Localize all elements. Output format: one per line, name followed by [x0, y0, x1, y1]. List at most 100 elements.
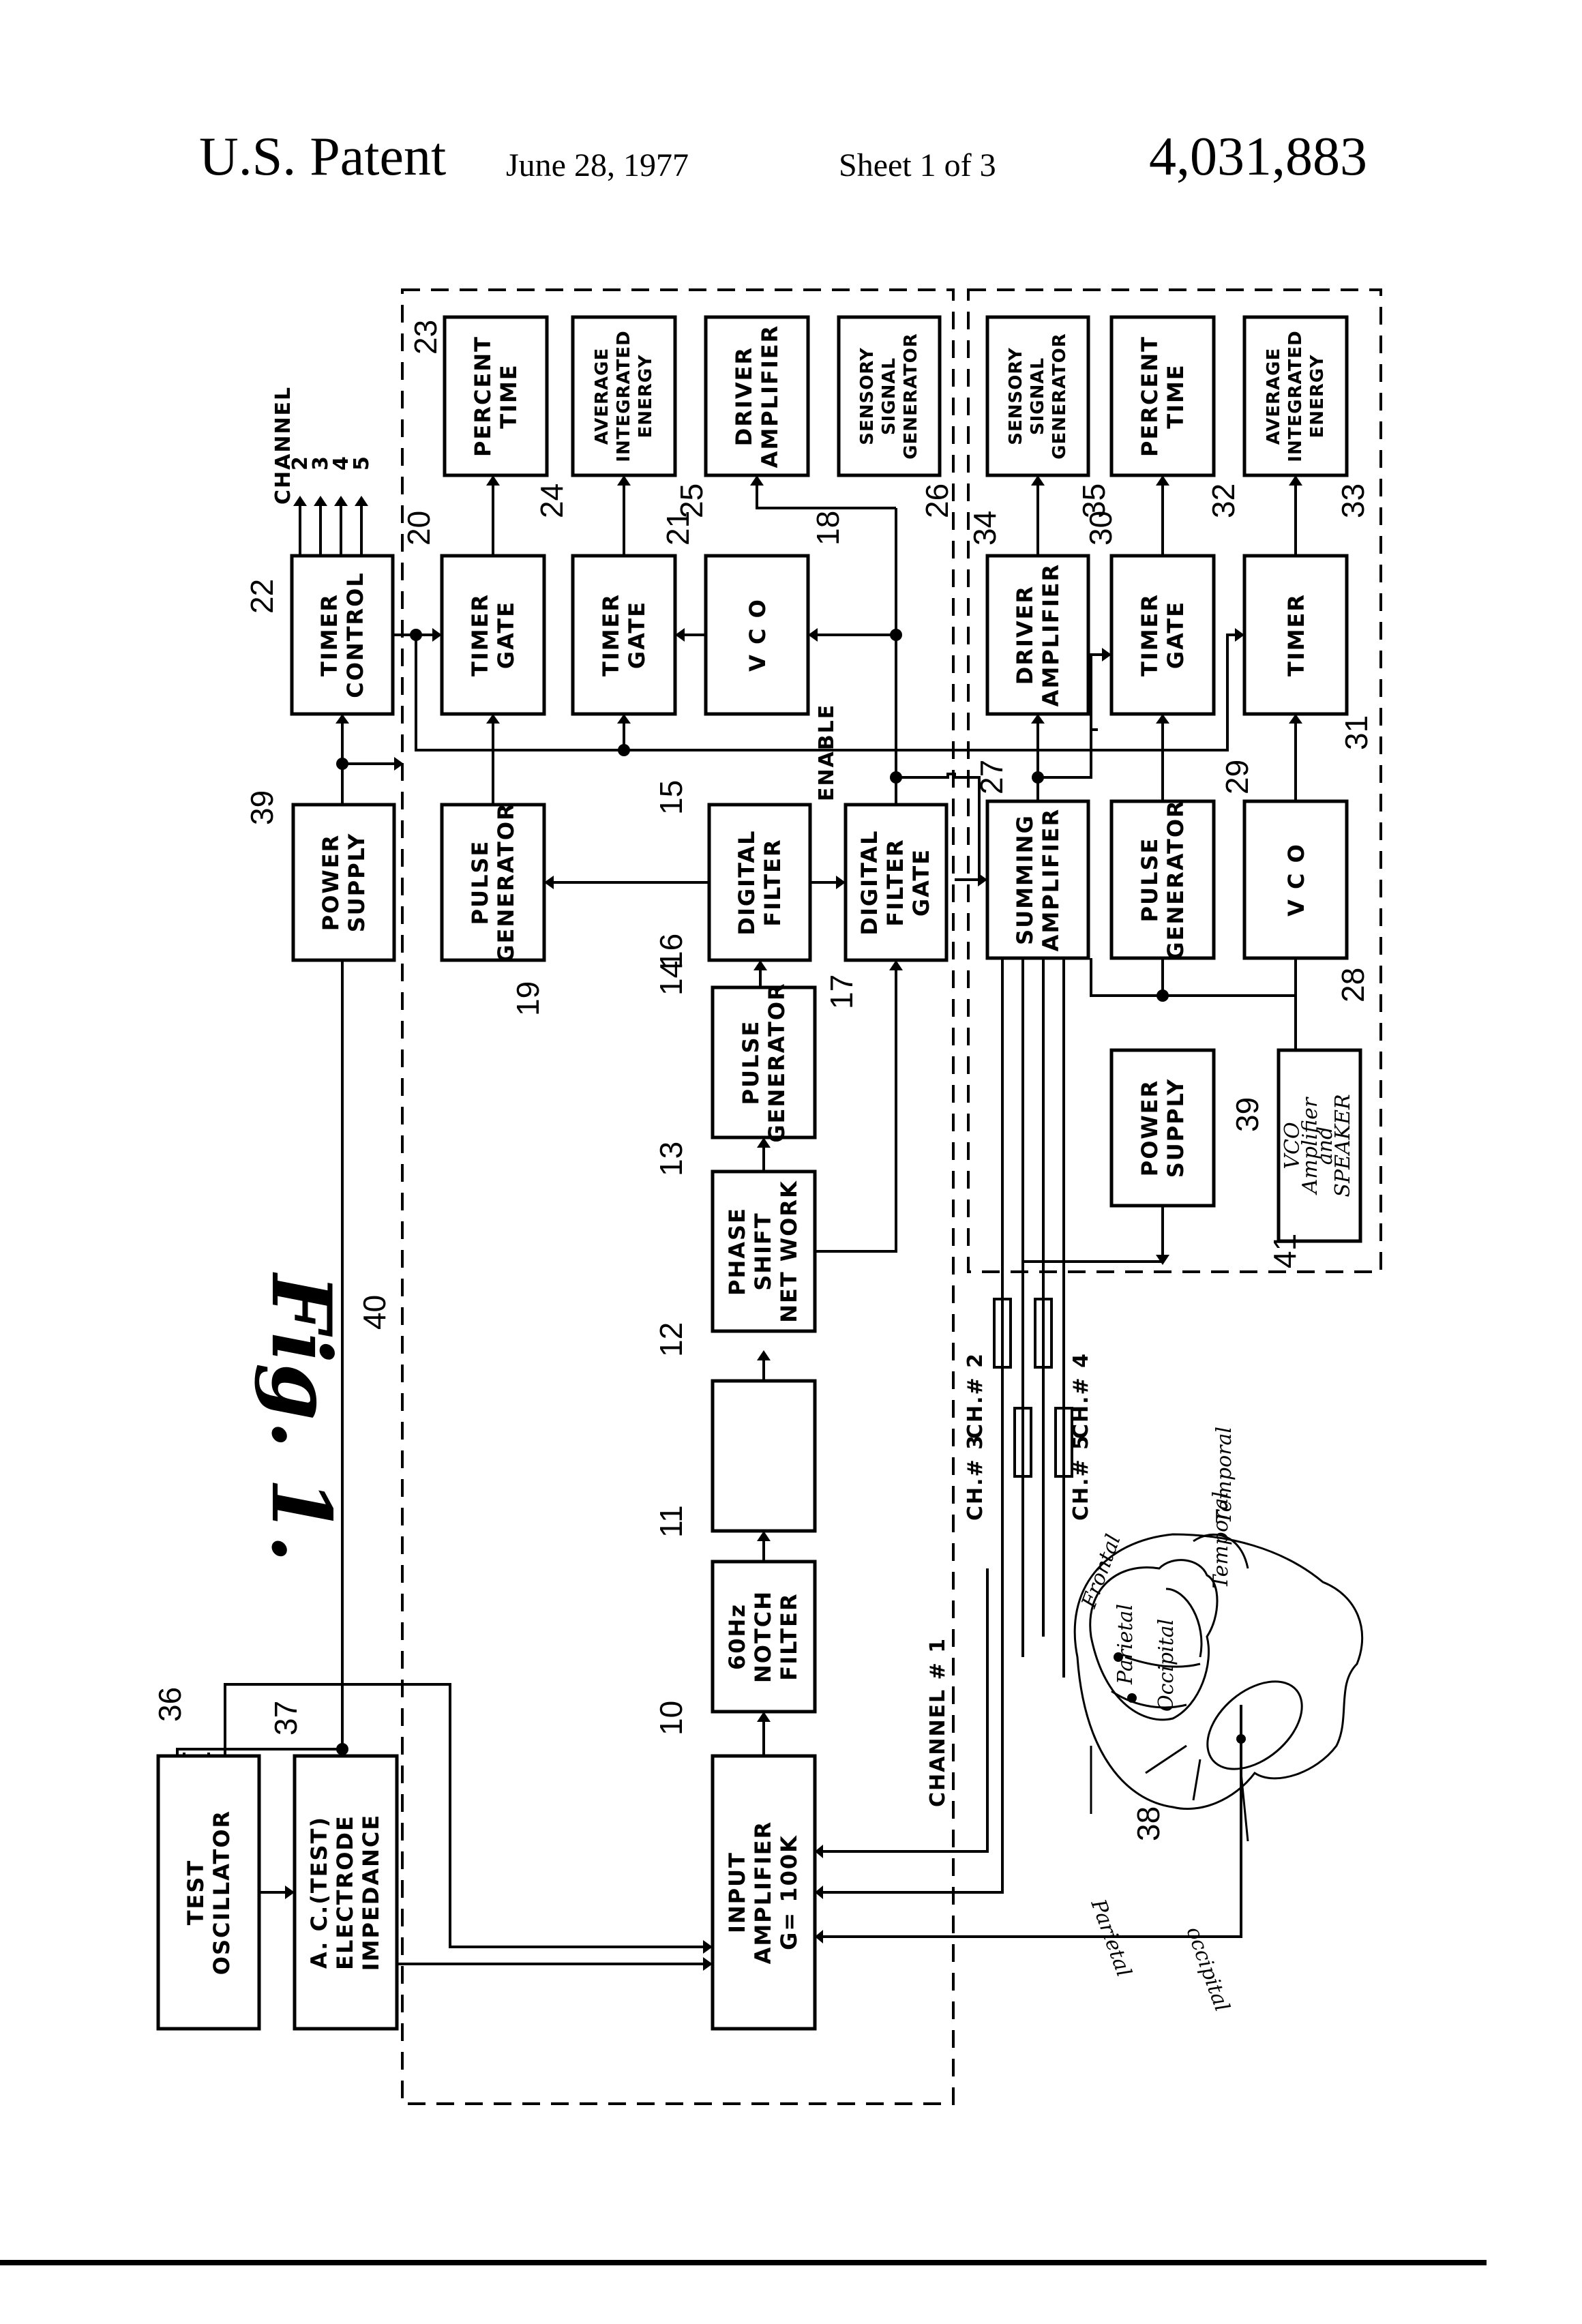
sensory-generator-35-block: SENSORYSIGNALGENERATOR: [985, 315, 1090, 477]
svg-text:A. C.(TEST)ELECTRODEIMPEDANCE: A. C.(TEST)ELECTRODEIMPEDANCE: [306, 1814, 384, 1971]
svg-text:40: 40: [357, 1295, 392, 1330]
svg-text:AVERAGEINTEGRATEDENERGY: AVERAGEINTEGRATEDENERGY: [592, 330, 656, 462]
svg-text:19: 19: [510, 981, 546, 1016]
svg-text:14: 14: [653, 961, 689, 996]
svg-text:PULSEGENERATOR: PULSEGENERATOR: [467, 802, 519, 962]
timer-control-block: TIMERCONTROL: [290, 554, 395, 716]
occipital-top-label: Occipital: [1154, 1619, 1178, 1712]
channel-resistors: [993, 1298, 1073, 1478]
channel-1-label: CHANNEL # 1: [926, 1637, 950, 1807]
svg-text:26: 26: [919, 483, 955, 518]
svg-text:15: 15: [653, 780, 689, 815]
driver-amplifier-25-block: DRIVERAMPLIFIER: [704, 315, 810, 477]
channel-num-4: 4: [329, 455, 353, 471]
svg-text:PULSEGENERATOR: PULSEGENERATOR: [1137, 799, 1189, 959]
svg-text:20: 20: [401, 511, 436, 546]
percent-time-23-block: PERCENTTIME: [443, 315, 549, 477]
channel-num-3: 3: [309, 455, 333, 471]
digital-filter-gate-block: DIGITALFILTERGATE: [844, 803, 949, 962]
svg-text:23: 23: [408, 320, 443, 355]
test-oscillator-block: TESTOSCILLATOR: [156, 1754, 261, 2031]
svg-text:POWERSUPPLY: POWERSUPPLY: [1137, 1078, 1189, 1178]
pulse-generator-15-block: PULSEGENERATOR: [711, 982, 817, 1143]
svg-text:TIMER: TIMER: [1283, 593, 1309, 676]
summing-amplifier-block: SUMMINGAMPLIFIER: [985, 799, 1090, 960]
svg-text:PERCENTTIME: PERCENTTIME: [470, 336, 522, 457]
svg-text:13: 13: [653, 1142, 689, 1176]
svg-text:29: 29: [1219, 760, 1255, 794]
svg-text:SENSORYSIGNALGENERATOR: SENSORYSIGNALGENERATOR: [1006, 333, 1070, 460]
channel-out-label: CHANNEL: [271, 386, 295, 505]
svg-text:DIGITALFILTER: DIGITALFILTER: [734, 829, 786, 935]
svg-text:27: 27: [974, 760, 1009, 794]
summing-enclosure: [967, 288, 1382, 1273]
svg-text:21: 21: [660, 511, 696, 546]
ch3-label: CH.# 3: [964, 1434, 987, 1521]
power-supply-top-block: POWERSUPPLY: [291, 803, 396, 962]
channel-num-5: 5: [350, 455, 374, 471]
svg-text:TIMERGATE: TIMERGATE: [1137, 593, 1189, 676]
average-energy-24-block: AVERAGEINTEGRATEDENERGY: [571, 315, 677, 477]
svg-text:PHASESHIFTNET WORK: PHASESHIFTNET WORK: [724, 1180, 802, 1323]
svg-text:39: 39: [1229, 1097, 1265, 1132]
svg-text:TIMERCONTROL: TIMERCONTROL: [316, 571, 368, 698]
svg-text:25: 25: [674, 483, 709, 518]
svg-text:11: 11: [653, 1505, 689, 1538]
svg-text:38: 38: [1131, 1806, 1166, 1841]
frontal-label: Frontal: [1077, 1531, 1126, 1611]
channel-num-2: 2: [288, 455, 312, 471]
svg-text:INPUTAMPLIFIERG= 100K: INPUTAMPLIFIERG= 100K: [724, 1821, 802, 1965]
svg-text:V C O: V C O: [745, 598, 771, 672]
svg-text:AVERAGEINTEGRATEDENERGY: AVERAGEINTEGRATEDENERGY: [1264, 330, 1328, 462]
svg-text:37: 37: [268, 1701, 303, 1735]
svg-text:PULSEGENERATOR: PULSEGENERATOR: [738, 982, 790, 1142]
reference-numerals: 10 11 12 13 14 15 16 17 18 19 20 21 22 2…: [152, 320, 1374, 1841]
vco-speaker-block: VCOAmplifierandSPEAKER: [1277, 1048, 1362, 1243]
svg-text:TIMERGATE: TIMERGATE: [467, 593, 519, 676]
enable-label: ENABLE: [815, 704, 839, 801]
svg-text:36: 36: [152, 1687, 188, 1722]
high-pass-filter-box: [711, 1379, 817, 1533]
ref-16-visible: 16: [653, 934, 689, 968]
svg-text:SUMMINGAMPLIFIER: SUMMINGAMPLIFIER: [1012, 808, 1064, 952]
input-amplifier-block: INPUTAMPLIFIERG= 100K: [711, 1754, 817, 2031]
svg-text:60HzNOTCHFILTER: 60HzNOTCHFILTER: [724, 1590, 802, 1683]
svg-text:TESTOSCILLATOR: TESTOSCILLATOR: [183, 1810, 235, 1975]
signal-chain-wires: [176, 475, 1302, 1971]
svg-text:18: 18: [810, 511, 846, 546]
driver-amplifier-34-block: DRIVERAMPLIFIER: [985, 554, 1090, 716]
sheet-label: Sheet 1 of 3: [839, 147, 996, 183]
svg-text:V C O: V C O: [1283, 843, 1309, 917]
notch-filter-block: 60HzNOTCHFILTER: [711, 1560, 817, 1714]
svg-text:33: 33: [1335, 483, 1371, 518]
temporal-bottom-label: Temporal: [1212, 1427, 1236, 1524]
vco-28-block: V C O: [1242, 799, 1349, 960]
svg-text:DRIVERAMPLIFIER: DRIVERAMPLIFIER: [1012, 563, 1064, 707]
ch2-label: CH.# 2: [964, 1352, 987, 1439]
svg-text:PERCENTTIME: PERCENTTIME: [1137, 336, 1189, 457]
head-drawing: [1073, 1533, 1364, 1842]
svg-text:22: 22: [244, 579, 280, 614]
svg-text:34: 34: [967, 511, 1002, 546]
svg-text:39: 39: [244, 790, 280, 825]
svg-text:32: 32: [1206, 483, 1241, 518]
patent-date: June 28, 1977: [506, 147, 689, 183]
average-energy-33-block: AVERAGEINTEGRATEDENERGY: [1242, 315, 1349, 477]
timer-gate-21-block: TIMERGATE: [571, 554, 677, 716]
svg-text:24: 24: [534, 483, 569, 518]
percent-time-32-block: PERCENTTIME: [1109, 315, 1216, 477]
svg-text:31: 31: [1339, 715, 1374, 750]
digital-filter-block: DIGITALFILTER: [707, 803, 812, 962]
timer-gate-20-block: TIMERGATE: [440, 554, 546, 716]
ch4-label: CH.# 4: [1069, 1352, 1093, 1439]
svg-text:28: 28: [1335, 968, 1371, 1002]
channel-1-enclosure: [401, 288, 955, 2105]
svg-text:VCOAmplifierandSPEAKER: VCOAmplifierandSPEAKER: [1281, 1094, 1355, 1197]
svg-text:41: 41: [1267, 1234, 1302, 1268]
patent-label: U.S. Patent: [199, 127, 447, 187]
svg-text:12: 12: [653, 1322, 689, 1357]
timer-31-block: TIMER: [1242, 554, 1349, 716]
svg-text:10: 10: [653, 1701, 689, 1735]
svg-text:TIMERGATE: TIMERGATE: [598, 593, 650, 676]
sensory-generator-26-block: SENSORYSIGNALGENERATOR: [837, 315, 942, 477]
